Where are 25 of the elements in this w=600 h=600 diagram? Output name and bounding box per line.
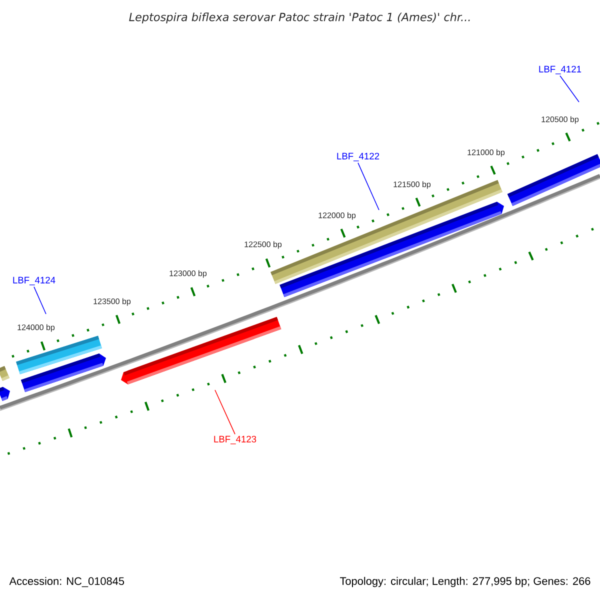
scale-label: 122000 bp (318, 212, 356, 220)
scale-label: 123500 bp (94, 298, 131, 306)
leader-line (560, 75, 580, 102)
title: Leptospira biflexa serovar Patoc strain 'Patoc 1 (Ames)' chr... (129, 12, 470, 24)
scale-label: 120500 bp (542, 116, 579, 124)
scale-label: 123000 bp (170, 270, 207, 278)
gene-bar (20, 353, 106, 392)
footer-text: Accession: NC_010845 (9, 576, 124, 588)
leader-line (214, 390, 236, 435)
gene-label: LBF_4122 (337, 152, 380, 162)
gene-bar (121, 316, 282, 384)
leader-line (358, 162, 380, 210)
gene-label: LBF_4123 (214, 436, 256, 444)
gene-bar (507, 154, 600, 206)
scale-label: 121500 bp (394, 181, 431, 189)
leader-line (34, 286, 46, 314)
gene-bar (0, 366, 10, 381)
gene-bar (280, 202, 504, 298)
scale-label: 122500 bp (244, 241, 282, 249)
scale-label: 124000 bp (18, 324, 55, 332)
gene-bar (0, 386, 10, 402)
scale-label: 121000 bp (468, 149, 505, 157)
gene-label: LBF_4121 (539, 66, 582, 74)
footer-text: Topology: circular; Length: 277,995 bp; Genes: 266 (340, 576, 590, 588)
gene-label: LBF_4124 (13, 276, 56, 286)
